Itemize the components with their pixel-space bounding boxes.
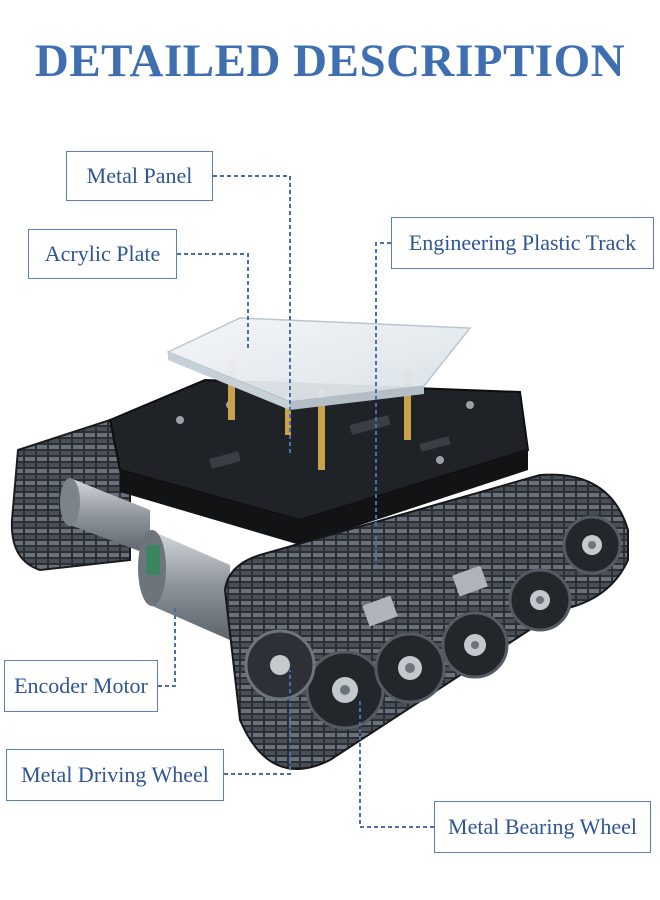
label-metal-bearing-wheel: Metal Bearing Wheel bbox=[434, 801, 651, 853]
label-encoder-motor: Encoder Motor bbox=[4, 660, 158, 712]
acrylic-plate-body bbox=[166, 317, 472, 410]
leader-lines bbox=[158, 175, 434, 828]
page-title: DETAILED DESCRIPTION bbox=[34, 35, 626, 87]
label-engineering-plastic-track: Engineering Plastic Track bbox=[391, 217, 654, 269]
label-metal-panel: Metal Panel bbox=[66, 151, 213, 201]
label-acrylic-plate: Acrylic Plate bbox=[28, 229, 177, 279]
metal-bearing-wheels bbox=[305, 515, 622, 730]
metal-driving-wheel-body bbox=[244, 629, 316, 701]
label-metal-driving-wheel: Metal Driving Wheel bbox=[6, 749, 224, 801]
encoder-motor-body bbox=[60, 478, 230, 640]
brass-standoffs bbox=[228, 360, 411, 470]
